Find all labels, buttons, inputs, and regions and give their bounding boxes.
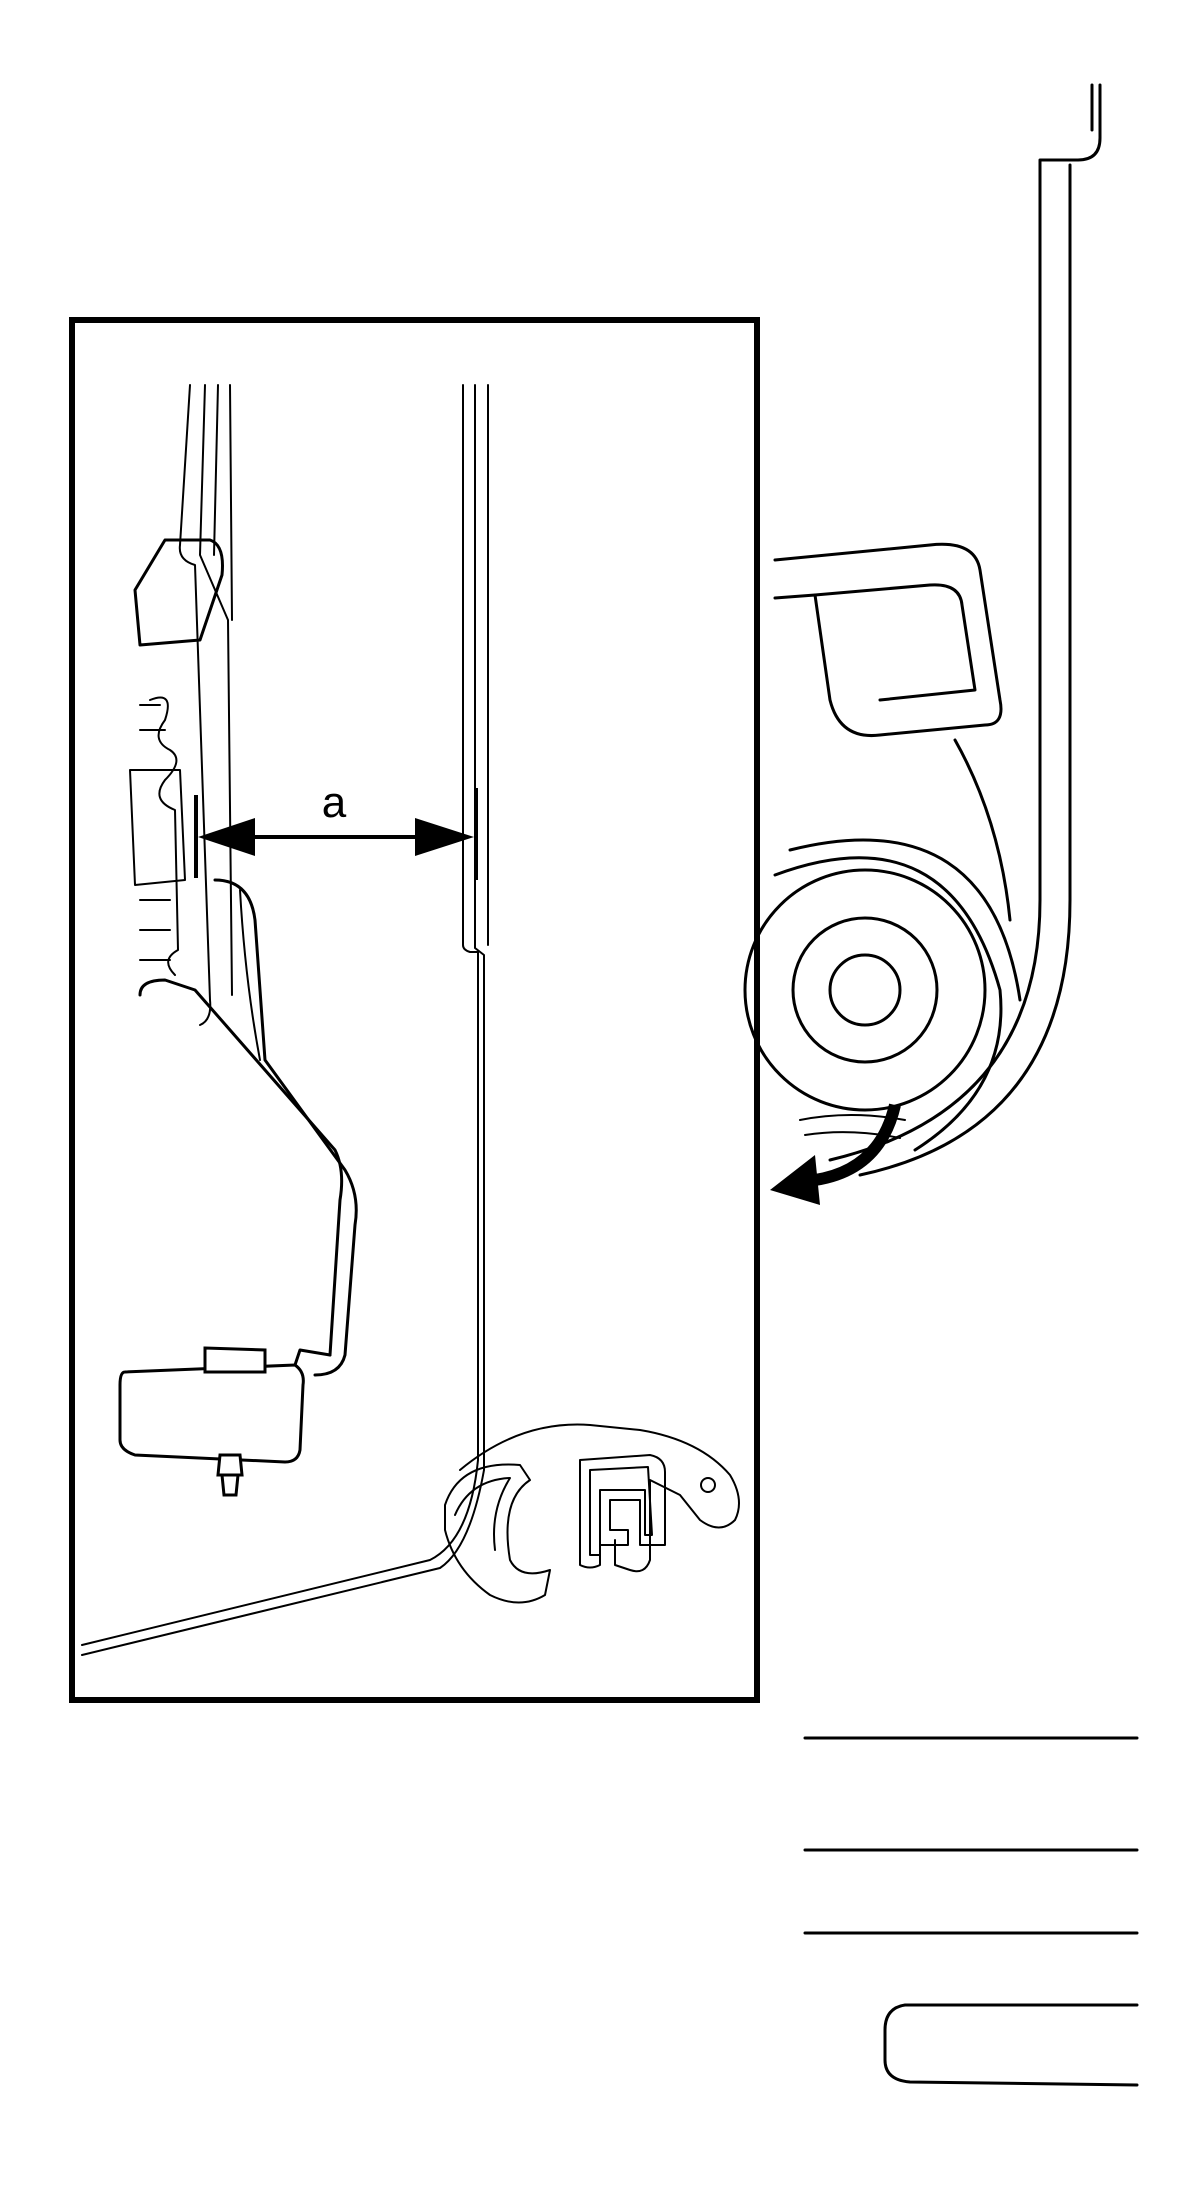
- pivot-outer-ring: [743, 868, 987, 1112]
- dimension-a-label: a: [322, 778, 347, 827]
- bolt-block: [118, 1363, 305, 1464]
- retainer-strip-2: [199, 384, 233, 996]
- seal-left-bulb: [444, 1463, 551, 1604]
- bracket-arm-inner: [213, 878, 358, 1377]
- retainer-serrations: [139, 704, 171, 961]
- dimension-a-arrow-right: [415, 818, 474, 856]
- seal-retainer: [129, 384, 233, 1026]
- retainer-clip-top: [133, 538, 224, 647]
- hinge-bracket-inner: [813, 583, 977, 702]
- detail-view: a: [69, 317, 760, 1703]
- bracket-foot: [293, 1348, 332, 1367]
- rotation-arrow: [770, 1103, 901, 1205]
- pivot-middle-ring: [791, 916, 939, 1064]
- seal-core-outer: [579, 1454, 666, 1569]
- seal-outer-lobe: [459, 1423, 740, 1573]
- pivot-arc-mid: [788, 838, 1022, 1002]
- pivot-arc-outer: [773, 856, 1003, 1152]
- door-skin-outer: [81, 384, 479, 1646]
- door-panel-inner-edge: [858, 163, 1072, 1177]
- dimension-a: a: [198, 778, 474, 856]
- overview-view: [743, 83, 1139, 2087]
- seal-drain-hole: [700, 1477, 716, 1493]
- retainer-strip-3: [213, 384, 219, 556]
- bracket-arm-edge: [239, 889, 261, 1061]
- seal-left-bulb-inner: [454, 1477, 511, 1551]
- door-panel-edge: [828, 83, 1102, 1162]
- bracket-arm-outer: [138, 978, 344, 1357]
- bolt-head: [203, 1346, 267, 1374]
- pivot-roller: [743, 838, 1022, 1152]
- lower-tab-outline: [883, 2003, 1139, 2087]
- retainer-outer-strip: [178, 384, 212, 1026]
- hinge-arm-line: [953, 738, 1012, 922]
- door-skin-inner: [81, 384, 485, 1656]
- rotation-arrow-shaft: [813, 1103, 901, 1186]
- pivot-inner-ring: [828, 953, 902, 1027]
- hinge-bracket: [773, 542, 1003, 738]
- lower-bracket: [118, 878, 358, 1497]
- detail-frame: [69, 317, 760, 1703]
- dimension-a-arrow-left: [198, 818, 255, 856]
- retainer-strip-4: [229, 384, 233, 621]
- weatherstrip-seal: [444, 1423, 740, 1604]
- seal-core-inner: [589, 1466, 653, 1556]
- bolt-stud-tip: [220, 1473, 240, 1497]
- rotation-arrow-head: [770, 1155, 820, 1205]
- retainer-block: [129, 769, 186, 886]
- retainer-wavy-edge: [149, 696, 179, 976]
- bolt-stud: [216, 1453, 244, 1477]
